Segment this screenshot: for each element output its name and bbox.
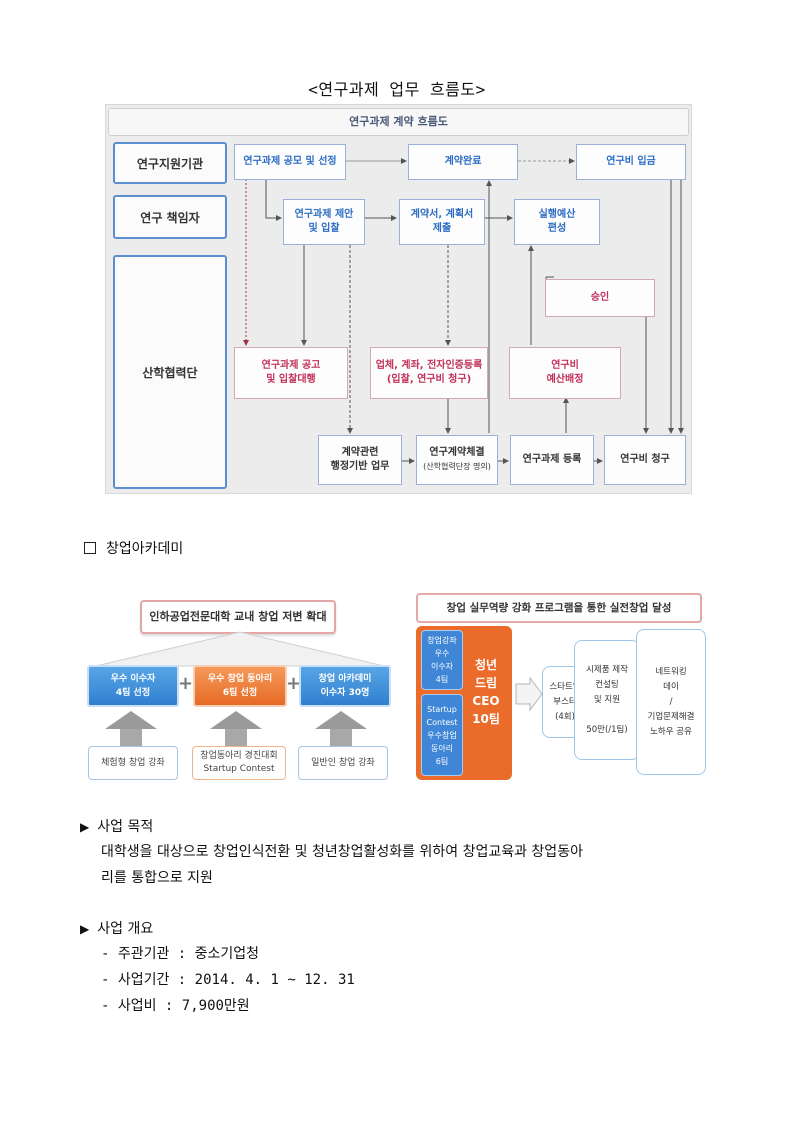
box-academy-graduates-l2: 이수자 30명 — [320, 688, 370, 698]
networking-box: 네트워킹 데이 / 기업문제해결 노하우 공유 — [636, 629, 706, 775]
flow-chart-header: 연구과제 계약 흐름도 — [108, 108, 689, 136]
purpose-heading: ▶ 사업 목적 — [80, 816, 153, 836]
inner1-line: 우수 — [434, 649, 450, 658]
box-academy-graduates-l1: 창업 아카데미 — [318, 674, 372, 684]
inner2-line: 우수창업 — [427, 730, 457, 740]
node-approval: 승인 — [545, 279, 655, 317]
ceo-line: 드림 — [474, 676, 498, 690]
node-fund-claim: 연구비 청구 — [604, 435, 686, 485]
box-startup-contest-l1: 창업동아리 경진대회 — [200, 751, 278, 761]
networking-line: / — [669, 696, 673, 707]
prototype-line: 및 지원 — [593, 694, 621, 705]
box-experiential-course-l1: 체험형 창업 강좌 — [101, 757, 165, 768]
node-contract-signing-label: 연구계약체결 — [429, 447, 485, 458]
node-budget-plan: 실행예산 편성 — [514, 199, 600, 245]
node-proposal-bid: 연구과제 제안 및 입찰 — [283, 199, 365, 245]
up-arrow-icon — [105, 711, 157, 749]
inner2-line: Startup — [427, 704, 457, 714]
box-public-course-l1: 일반인 창업 강좌 — [311, 757, 375, 768]
box-startup-contest: 창업동아리 경진대회 Startup Contest — [192, 746, 286, 780]
purpose-line-1: 대학생을 대상으로 창업인식전환 및 청년창업활성화를 위하여 창업교육과 창업… — [101, 844, 583, 860]
page-title: <연구과제 업무 흐름도> — [308, 80, 486, 99]
right-arrow-icon — [515, 676, 543, 712]
purpose-line-2: 리를 통합으로 지원 — [101, 870, 213, 886]
plus-icon: + — [286, 673, 302, 694]
checkbox-square-icon — [84, 542, 96, 554]
inner1-line: 이수자 — [430, 662, 454, 671]
inner2-line: Contest — [426, 717, 458, 727]
purpose-text: 대학생을 대상으로 창업인식전환 및 청년창업활성화를 위하여 창업교육과 창업… — [101, 839, 741, 891]
box-experiential-course: 체험형 창업 강좌 — [88, 746, 178, 780]
roof-shape — [95, 631, 385, 667]
box-top-clubs: 우수 창업 동아리 6팀 선정 — [193, 665, 287, 707]
inner-box-course-achievers: 창업강좌 우수 이수자 4팀 — [421, 630, 463, 690]
booster-line: (4회) — [555, 711, 575, 722]
academy-right-banner: 창업 실무역량 강화 프로그램을 통한 실전창업 달성 — [416, 593, 702, 623]
role-principal-investigator: 연구 책임자 — [113, 195, 227, 239]
ceo-label: 청년 드림 CEO 10팀 — [465, 656, 507, 728]
prototype-line: 컨설팅 — [595, 679, 619, 690]
prototype-support-box: 시제품 제작 컨설팅 및 지원 50만(/1팀) — [574, 640, 640, 760]
node-contract-complete: 계약완료 — [408, 144, 518, 180]
overview-item: - 사업기간 : 2014. 4. 1 ~ 12. 31 — [101, 972, 355, 988]
inner1-line: 창업강좌 — [427, 636, 457, 645]
prototype-line — [575, 708, 639, 723]
box-top-achievers-l2: 4팀 선정 — [115, 688, 151, 698]
node-project-notice: 연구과제 공고 및 입찰대행 — [234, 347, 348, 399]
triangle-bullet-icon: ▶ — [80, 820, 90, 834]
networking-line: 데이 — [663, 681, 679, 692]
inner2-line: 6팀 — [435, 756, 449, 766]
up-arrow-icon — [210, 711, 262, 749]
academy-heading: 창업아카데미 — [84, 538, 183, 558]
triangle-bullet-icon: ▶ — [80, 922, 90, 936]
networking-line: 네트워킹 — [655, 666, 687, 677]
up-arrow-icon — [315, 711, 367, 749]
prototype-line: 50만(/1팀) — [586, 724, 628, 735]
node-registration: 업체, 계좌, 전자인증등록 (입찰, 연구비 청구) — [370, 347, 488, 399]
ceo-line: CEO — [472, 694, 500, 708]
purpose-heading-label: 사업 목적 — [97, 819, 154, 835]
node-contract-signing-sub: (산학협력단장 명의) — [423, 462, 491, 471]
inner1-line: 4팀 — [435, 675, 449, 684]
overview-heading-label: 사업 개요 — [97, 921, 154, 937]
node-contract-submit: 계약서, 계획서 제출 — [399, 199, 485, 245]
node-admin-work: 계약관련 행정기반 업무 — [318, 435, 402, 485]
role-industry-academia: 산학협력단 — [113, 255, 227, 489]
box-top-clubs-l2: 6팀 선정 — [222, 688, 258, 698]
flow-connectors — [243, 158, 684, 464]
overview-item: - 주관기관 : 중소기업청 — [101, 946, 260, 962]
academy-heading-label: 창업아카데미 — [106, 541, 184, 557]
role-support-agency: 연구지원기관 — [113, 142, 227, 184]
box-top-achievers: 우수 이수자 4팀 선정 — [87, 665, 179, 707]
node-contract-signing: 연구계약체결 (산학협력단장 명의) — [416, 435, 498, 485]
networking-line: 기업문제해결 — [647, 711, 695, 722]
box-top-clubs-l1: 우수 창업 동아리 — [207, 674, 273, 684]
box-top-achievers-l1: 우수 이수자 — [110, 674, 156, 684]
node-fund-deposit: 연구비 입금 — [576, 144, 686, 180]
overview-list: - 주관기관 : 중소기업청 - 사업기간 : 2014. 4. 1 ~ 12.… — [101, 941, 355, 1019]
prototype-line: 시제품 제작 — [586, 664, 628, 675]
node-project-registration: 연구과제 등록 — [510, 435, 594, 485]
inner-box-contest-clubs: Startup Contest 우수창업 동아리 6팀 — [421, 694, 463, 776]
box-public-course: 일반인 창업 강좌 — [298, 746, 388, 780]
inner2-line: 동아리 — [430, 743, 454, 753]
box-academy-graduates: 창업 아카데미 이수자 30명 — [299, 665, 391, 707]
overview-item: - 사업비 : 7,900만원 — [101, 998, 250, 1014]
booster-line: 부스터 — [553, 696, 577, 707]
ceo-line: 청년 — [474, 658, 498, 672]
overview-heading: ▶ 사업 개요 — [80, 918, 153, 938]
node-project-call: 연구과제 공모 및 선정 — [234, 144, 346, 180]
networking-line: 노하우 공유 — [650, 726, 692, 737]
box-startup-contest-l2: Startup Contest — [203, 764, 275, 774]
plus-icon: + — [178, 673, 194, 694]
flow-chart: 연구과제 계약 흐름도 — [105, 104, 692, 494]
booster-line: 스타트업 — [549, 681, 581, 692]
ceo-line: 10팀 — [472, 712, 500, 726]
node-budget-allocation: 연구비 예산배정 — [509, 347, 621, 399]
